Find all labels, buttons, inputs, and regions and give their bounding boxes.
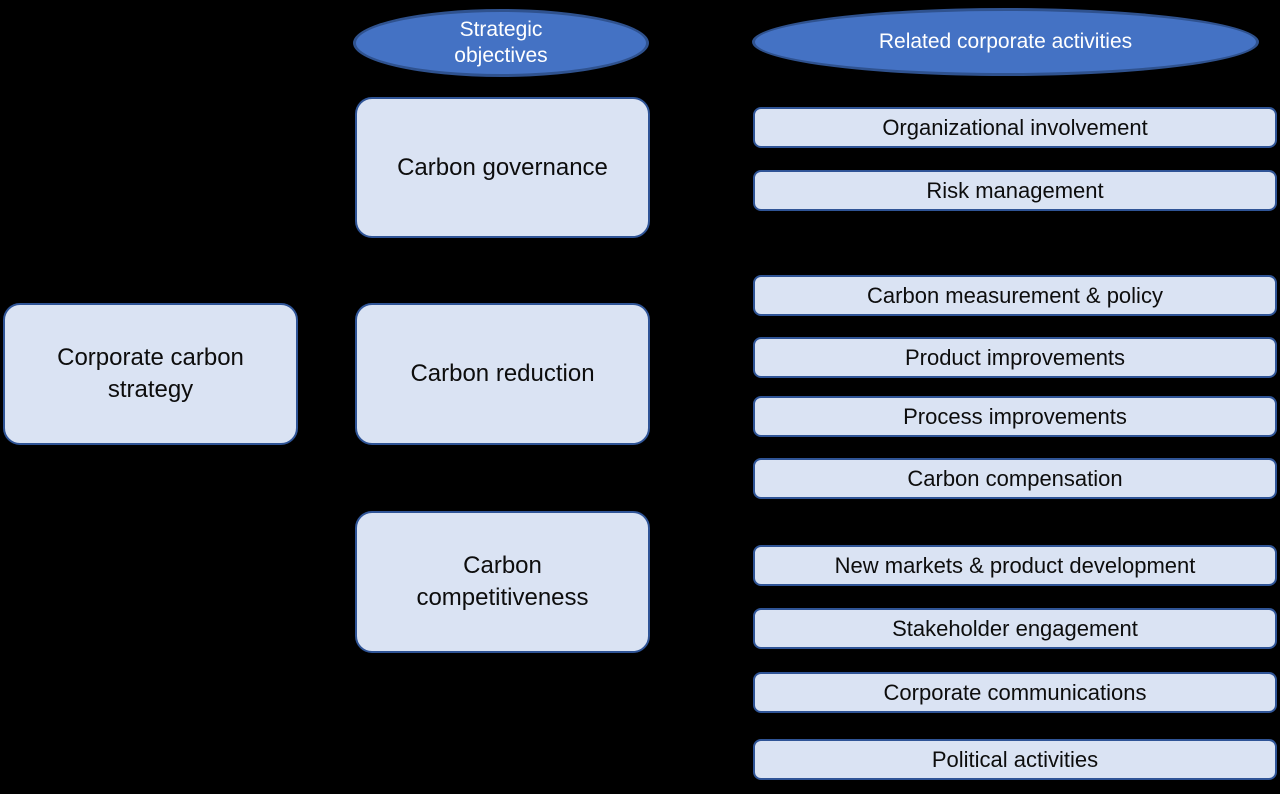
activity-label: Risk management	[926, 177, 1104, 203]
activity-bar-carbon-measurement-policy: Carbon measurement & policy	[753, 275, 1277, 316]
activity-bar-stakeholder-engagement: Stakeholder engagement	[753, 608, 1277, 649]
objective-label: Carbon competitiveness	[416, 552, 589, 611]
objective-box-carbon-governance: Carbon governance	[355, 97, 650, 238]
activity-bar-organizational-involvement: Organizational involvement	[753, 107, 1277, 148]
activity-bar-new-markets-product-development: New markets & product development	[753, 545, 1277, 586]
related-corporate-activities-header-label: Related corporate activities	[878, 29, 1133, 53]
objective-box-carbon-reduction: Carbon reduction	[355, 303, 650, 445]
objective-label: Carbon governance	[397, 153, 608, 181]
activity-bar-process-improvements: Process improvements	[753, 396, 1277, 437]
activity-label: Product improvements	[904, 344, 1126, 370]
activity-label: Stakeholder engagement	[892, 615, 1138, 641]
activity-label: Political activities	[931, 746, 1099, 772]
root-box-corporate-carbon-strategy: Corporate carbon strategy	[3, 303, 298, 445]
activity-bar-political-activities: Political activities	[753, 739, 1277, 780]
activity-bar-corporate-communications: Corporate communications	[753, 672, 1277, 713]
activity-bar-carbon-compensation: Carbon compensation	[753, 458, 1277, 499]
activity-label: New markets & product development	[834, 552, 1196, 578]
activity-bar-product-improvements: Product improvements	[753, 337, 1277, 378]
objective-box-carbon-competitiveness: Carbon competitiveness	[355, 511, 650, 653]
activity-label: Process improvements	[903, 403, 1127, 429]
activity-label: Organizational involvement	[882, 114, 1148, 140]
objective-label: Carbon reduction	[410, 360, 595, 388]
activity-bar-risk-management: Risk management	[753, 170, 1277, 211]
strategic-objectives-header-label: Strategic objectives	[454, 17, 548, 67]
activity-label: Carbon compensation	[907, 465, 1123, 491]
activity-label: Carbon measurement & policy	[867, 282, 1163, 308]
strategic-objectives-header-ellipse: Strategic objectives	[353, 9, 649, 77]
related-corporate-activities-header-ellipse: Related corporate activities	[752, 8, 1259, 76]
root-box-label: Corporate carbon strategy	[57, 344, 244, 403]
activity-label: Corporate communications	[883, 679, 1147, 705]
